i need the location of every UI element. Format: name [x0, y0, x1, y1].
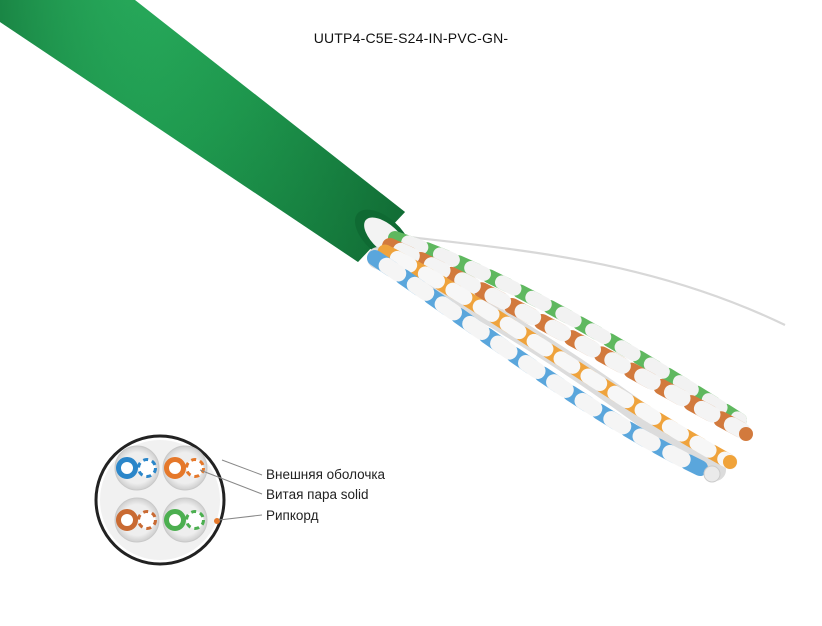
cable-jacket	[0, 0, 411, 263]
legend-label-jacket: Внешняя оболочка	[266, 467, 386, 482]
pair-green-icon	[162, 497, 208, 543]
leader-line-ripcord	[218, 514, 263, 521]
cross-section-diagram: Внешняя оболочка Витая пара solid Рипкор…	[94, 434, 386, 566]
pair-brown-icon	[114, 497, 160, 543]
leader-line-jacket	[221, 459, 263, 476]
ripcord-thread	[399, 234, 786, 326]
legend-label-ripcord: Рипкорд	[266, 508, 319, 523]
ripcord-dot-icon	[214, 518, 220, 524]
twisted-pairs	[367, 231, 753, 483]
legend-label-twisted-pair: Витая пара solid	[266, 487, 369, 502]
product-title: UUTP4-C5E-S24-IN-PVC-GN-	[313, 30, 509, 46]
pair-orange-icon	[162, 445, 208, 491]
pair-blue-icon	[114, 445, 160, 491]
leader-line-pair	[199, 469, 263, 495]
